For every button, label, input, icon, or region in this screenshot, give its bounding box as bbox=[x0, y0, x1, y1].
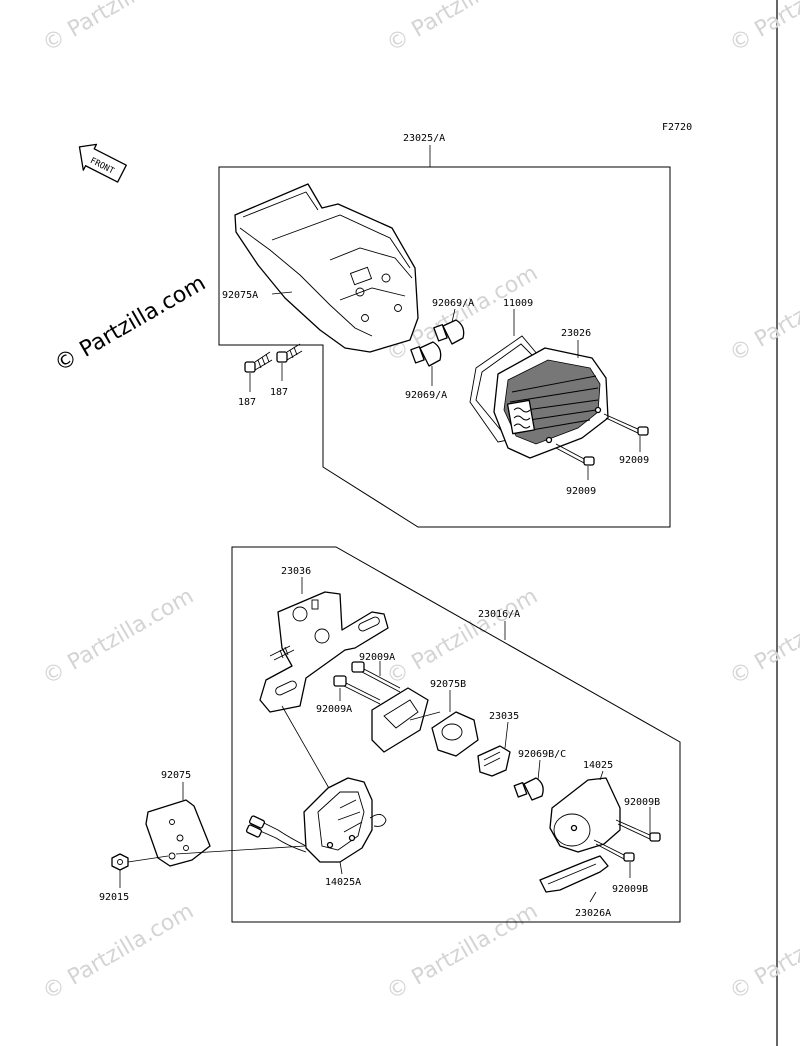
part-label-23026A: 23026A bbox=[575, 908, 611, 919]
screw-187-right bbox=[276, 343, 303, 363]
upper-assembly: 23025/A 92075A 187 187 bbox=[218, 133, 671, 528]
watermark: © Partzilla.com bbox=[726, 0, 800, 57]
leader-23035 bbox=[504, 721, 509, 749]
part-label-92069A-bottom: 92069/A bbox=[405, 390, 447, 401]
part-label-92069A-top: 92069/A bbox=[432, 298, 474, 309]
cover-14025 bbox=[549, 777, 621, 853]
bulb-92069A-bottom bbox=[410, 341, 442, 367]
leader-14025 bbox=[599, 770, 604, 781]
lamp-holder-block bbox=[371, 687, 429, 753]
leader-bracket-to-housing bbox=[281, 705, 331, 791]
part-label-92009A-top: 92009A bbox=[359, 652, 395, 663]
part-label-92075B: 92075B bbox=[430, 679, 466, 690]
part-label-23025A: 23025/A bbox=[403, 133, 445, 144]
watermark: © Partzilla.com bbox=[383, 899, 543, 1006]
leader-92075A bbox=[271, 291, 293, 295]
socket-92075B bbox=[431, 711, 479, 757]
watermark: © Partzilla.com bbox=[39, 584, 199, 691]
part-label-92069BC: 92069B/C bbox=[518, 749, 566, 760]
leader-bracket-to-housing-line bbox=[175, 845, 306, 855]
part-label-14025A: 14025A bbox=[325, 877, 361, 888]
lower-group-outline bbox=[231, 546, 681, 923]
part-label-187-right: 187 bbox=[270, 387, 288, 398]
watermark: © Partzilla.com bbox=[726, 899, 800, 1006]
nut-92015 bbox=[111, 853, 129, 871]
part-label-23036: 23036 bbox=[281, 566, 311, 577]
part-label-187-left: 187 bbox=[238, 397, 256, 408]
leader-14025A bbox=[339, 861, 343, 875]
wire-harness bbox=[245, 815, 307, 853]
lower-assembly: 23016/A 23036 92009A 92009A bbox=[231, 546, 681, 923]
watermark: © Partzilla.com bbox=[726, 261, 800, 368]
watermark: © Partzilla.com bbox=[726, 584, 800, 691]
screw-187-left bbox=[244, 351, 273, 373]
housing-14025A bbox=[303, 777, 387, 863]
screw-92009-bottom bbox=[555, 443, 595, 466]
leader-holder-to-socket bbox=[409, 711, 441, 721]
leader-92069A-top bbox=[451, 308, 456, 323]
clip-23035 bbox=[477, 745, 511, 777]
part-label-92009A-left: 92009A bbox=[316, 704, 352, 715]
leader-23026A bbox=[589, 891, 597, 903]
watermark-prominent: © Partzilla.com bbox=[51, 271, 211, 378]
part-label-92009B-bottom: 92009B bbox=[612, 884, 648, 895]
bolt-92009A-top bbox=[351, 661, 401, 693]
part-label-23016A: 23016/A bbox=[478, 609, 520, 620]
part-label-92075: 92075 bbox=[161, 770, 191, 781]
bolt-92009A-left bbox=[333, 675, 381, 705]
screw-92009B-bottom bbox=[593, 839, 635, 862]
figure-code: F2720 bbox=[662, 122, 692, 133]
screw-92009-right bbox=[603, 413, 649, 436]
watermark-grid: © Partzilla.com © Partzilla.com © Partzi… bbox=[39, 0, 800, 1005]
bulb-92069BC bbox=[513, 777, 544, 801]
screw-92009B-right bbox=[615, 819, 661, 842]
part-label-92015: 92015 bbox=[99, 892, 129, 903]
part-label-11009: 11009 bbox=[503, 298, 533, 309]
part-label-14025: 14025 bbox=[583, 760, 613, 771]
part-label-92009-bottom: 92009 bbox=[566, 486, 596, 497]
part-label-92009B-right: 92009B bbox=[624, 797, 660, 808]
tail-light-base bbox=[234, 183, 419, 353]
leader-nut-to-bracket bbox=[127, 855, 169, 863]
front-arrow: FRONT bbox=[78, 143, 127, 183]
part-label-92009-right: 92009 bbox=[619, 455, 649, 466]
part-label-23035: 23035 bbox=[489, 711, 519, 722]
upper-group-outline bbox=[218, 166, 671, 528]
watermark: © Partzilla.com bbox=[383, 584, 543, 691]
leader-92069BC bbox=[537, 759, 541, 781]
bracket-23036 bbox=[259, 591, 389, 713]
bulb-92069A-top bbox=[433, 319, 465, 345]
watermark: © Partzilla.com bbox=[39, 0, 199, 57]
plate-bracket-92075 bbox=[145, 799, 211, 867]
watermark: © Partzilla.com bbox=[383, 0, 543, 57]
lens-23026 bbox=[493, 347, 609, 459]
part-label-92075A: 92075A bbox=[222, 290, 258, 301]
watermark: © Partzilla.com bbox=[39, 899, 199, 1006]
lens-23026A bbox=[539, 855, 609, 893]
part-label-23026: 23026 bbox=[561, 328, 591, 339]
